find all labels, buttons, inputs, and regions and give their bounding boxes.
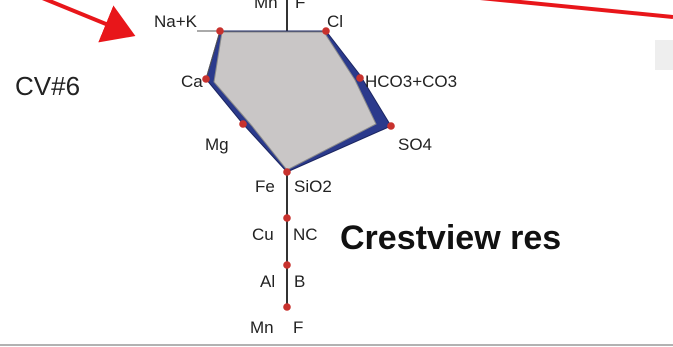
- point-ca: [202, 75, 210, 83]
- sample-id: CV#6: [15, 71, 80, 101]
- label-ca: Ca: [181, 72, 203, 91]
- label-al: Al: [260, 272, 275, 291]
- label-f: F: [293, 318, 303, 337]
- label-fe: Fe: [255, 177, 275, 196]
- point-al-b: [283, 261, 291, 269]
- label-no3: NC: [293, 225, 318, 244]
- red-arrow-left: [41, 0, 136, 43]
- label-top-f: F: [295, 0, 305, 12]
- point-na-k: [216, 27, 224, 35]
- label-na-k: Na+K: [154, 12, 198, 31]
- point-mn-f: [283, 303, 291, 311]
- point-cl: [322, 27, 330, 35]
- label-cl: Cl: [327, 12, 343, 31]
- label-so4: SO4: [398, 135, 432, 154]
- point-hco3: [356, 74, 364, 82]
- inner-polygon: [213, 31, 377, 171]
- label-mg: Mg: [205, 135, 229, 154]
- point-cu-no3: [283, 214, 291, 222]
- point-mg: [239, 120, 247, 128]
- label-sio2: SiO2: [294, 177, 332, 196]
- label-top-mn: Mn: [254, 0, 278, 12]
- red-arrow-right: [479, 0, 673, 19]
- label-hco3: HCO3+CO3: [365, 72, 457, 91]
- label-b: B: [294, 272, 305, 291]
- caption-text: Crestview res: [340, 219, 561, 257]
- edge-shadow: [655, 40, 673, 70]
- point-fe-sio2: [283, 168, 291, 176]
- point-so4: [387, 122, 395, 130]
- label-mn: Mn: [250, 318, 274, 337]
- label-cu: Cu: [252, 225, 274, 244]
